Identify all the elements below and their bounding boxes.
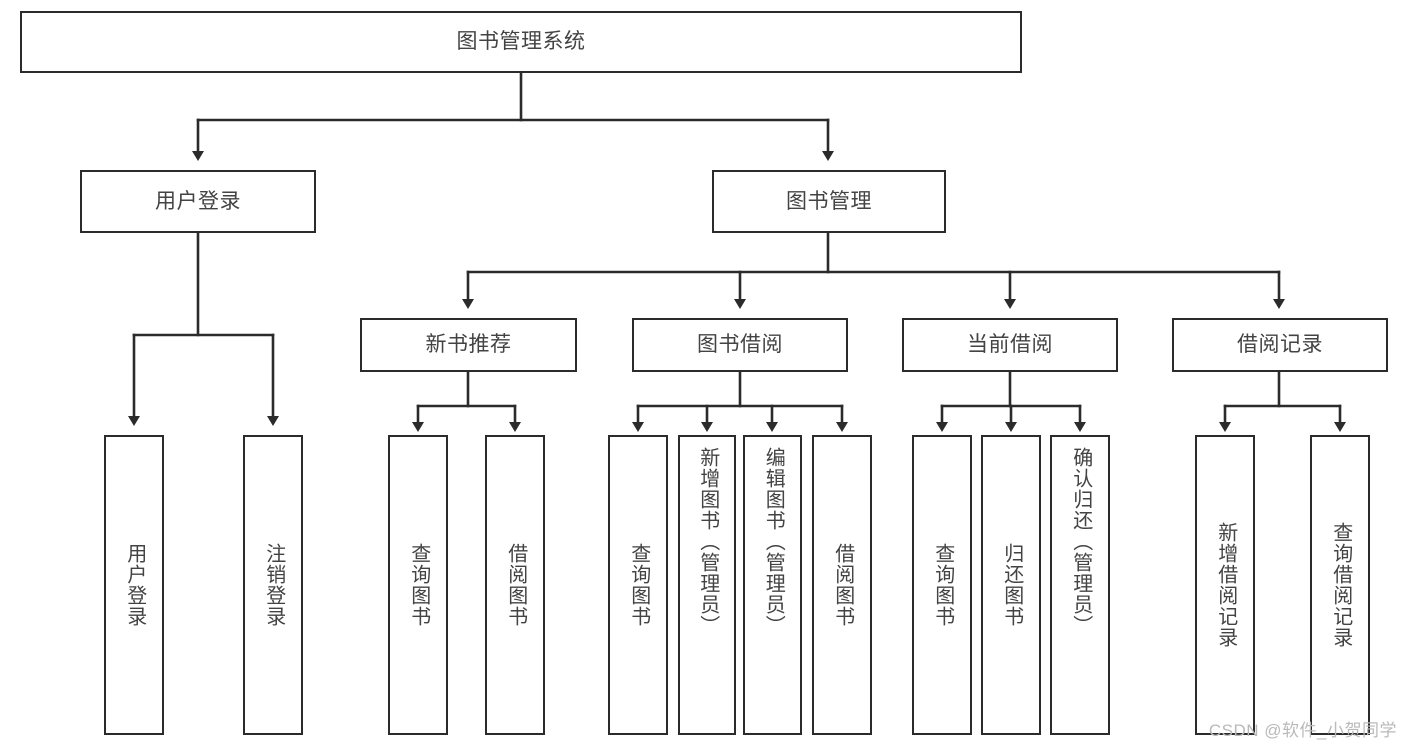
node-label: 新书推荐: [425, 333, 512, 357]
node-borrow-record[interactable]: 借阅记录: [1172, 318, 1388, 372]
node-label: 查询图书: [931, 543, 954, 627]
leaf-borrow-book-recommend[interactable]: 借阅图书: [485, 435, 545, 735]
node-new-book-recommend[interactable]: 新书推荐: [360, 318, 577, 372]
leaf-query-book-current[interactable]: 查询图书: [912, 435, 972, 735]
node-label: 图书借阅: [697, 333, 783, 357]
node-current-borrow[interactable]: 当前借阅: [902, 318, 1118, 372]
node-book-management[interactable]: 图书管理: [712, 170, 946, 233]
node-label: 当前借阅: [967, 333, 1053, 357]
node-label: 查询图书: [627, 543, 650, 627]
node-label: 借阅图书: [831, 543, 854, 627]
node-label: 编辑图书（管理员）: [762, 447, 785, 636]
leaf-edit-book-admin[interactable]: 编辑图书（管理员）: [743, 435, 802, 735]
leaf-confirm-return-admin[interactable]: 确认归还（管理员）: [1050, 435, 1110, 735]
leaf-query-book-recommend[interactable]: 查询图书: [388, 435, 448, 735]
node-label: 确认归还（管理员）: [1069, 447, 1092, 636]
node-label: 新增借阅记录: [1214, 522, 1237, 648]
node-label: 图书管理: [786, 189, 872, 213]
leaf-query-borrow-record[interactable]: 查询借阅记录: [1310, 435, 1370, 735]
leaf-add-borrow-record[interactable]: 新增借阅记录: [1195, 435, 1255, 735]
node-label: 查询借阅记录: [1329, 522, 1352, 648]
node-label: 借阅图书: [504, 543, 527, 627]
leaf-lend-book[interactable]: 借阅图书: [812, 435, 872, 735]
node-label: 图书管理系统: [456, 30, 586, 54]
node-label: 用户登录: [123, 543, 146, 627]
node-book-borrow[interactable]: 图书借阅: [632, 318, 848, 372]
leaf-user-login[interactable]: 用户登录: [104, 435, 164, 735]
node-label: 查询图书: [407, 543, 430, 627]
node-label: 用户登录: [155, 189, 241, 213]
node-label: 归还图书: [1000, 543, 1023, 627]
leaf-logout[interactable]: 注销登录: [243, 435, 303, 735]
leaf-return-book[interactable]: 归还图书: [981, 435, 1041, 735]
node-label: 注销登录: [262, 543, 285, 627]
leaf-add-book-admin[interactable]: 新增图书（管理员）: [678, 435, 736, 735]
watermark-text: CSDN @软件_小贺同学: [1208, 721, 1397, 740]
node-label: 新增图书（管理员）: [696, 447, 719, 636]
node-root-book-management-system[interactable]: 图书管理系统: [20, 11, 1022, 73]
node-label: 借阅记录: [1237, 333, 1323, 357]
leaf-query-book-borrow[interactable]: 查询图书: [608, 435, 668, 735]
node-user-login[interactable]: 用户登录: [80, 170, 316, 233]
